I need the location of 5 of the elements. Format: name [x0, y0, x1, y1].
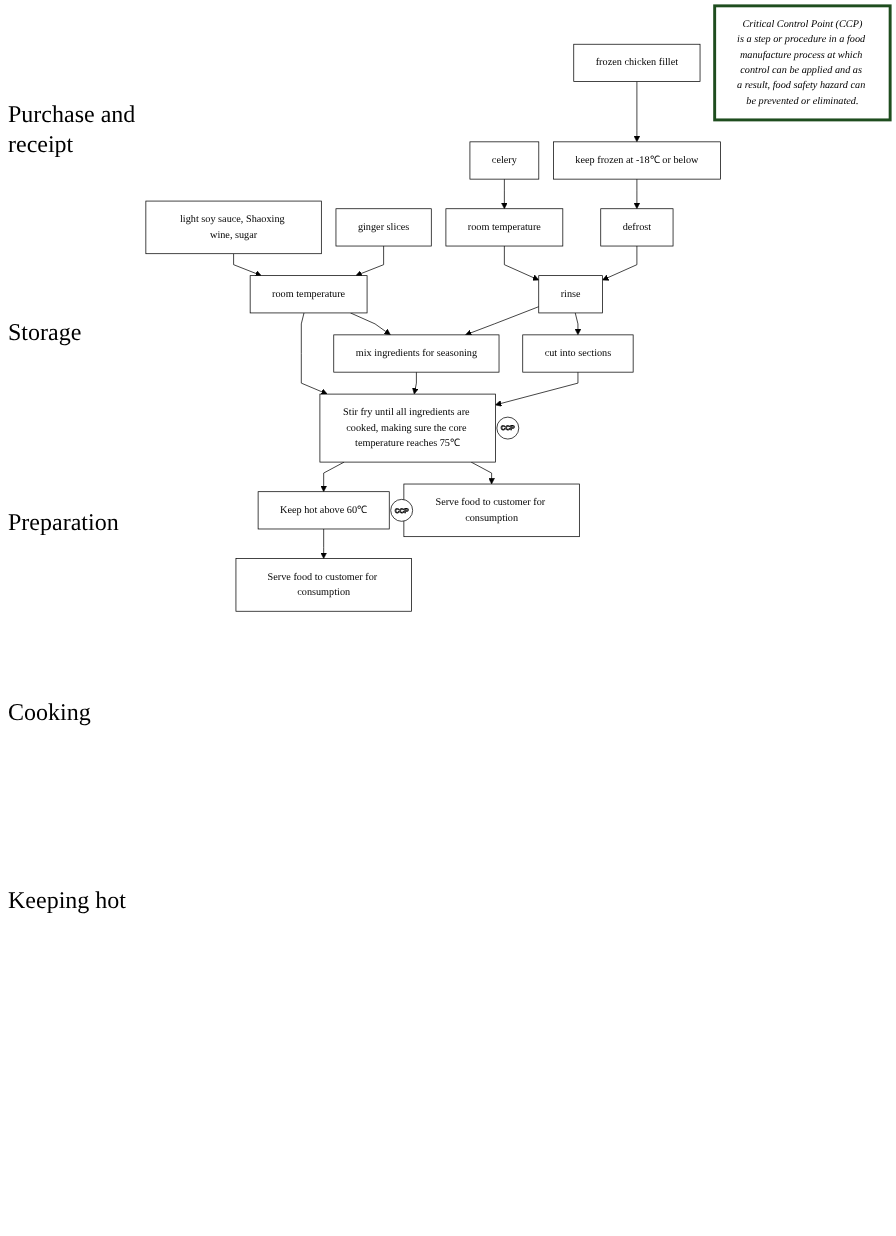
stage-label: Storage — [8, 318, 84, 349]
stage-label: Preparation — [8, 507, 121, 538]
stage-label: Purchase and receipt — [8, 99, 138, 160]
stage-label: Keeping hot — [8, 886, 128, 917]
stage-label: Cooking — [8, 697, 93, 728]
